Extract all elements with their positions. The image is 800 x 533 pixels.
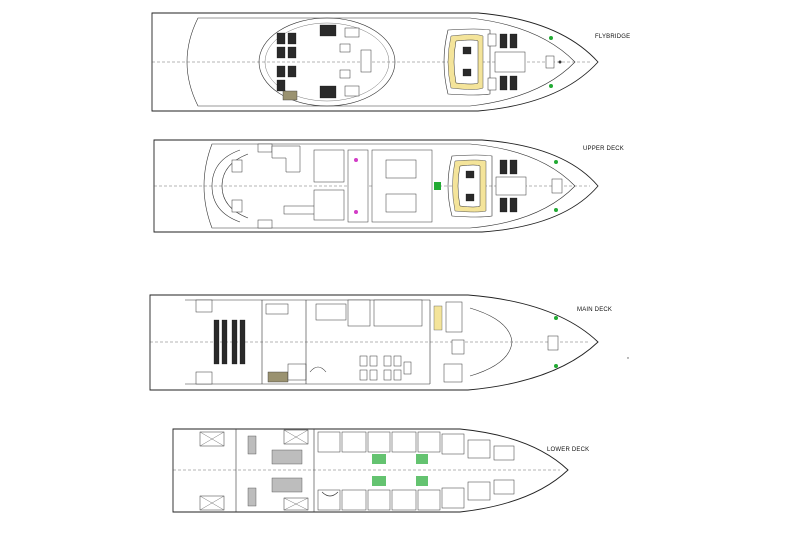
cabin-grid-icon xyxy=(317,431,515,511)
dining-chairs-icon xyxy=(359,355,412,381)
deck-label-flybridge: FLYBRIDGE xyxy=(595,34,631,40)
lower-deck-plan xyxy=(172,428,569,513)
deck-label-lower-deck: LOWER DECK xyxy=(547,447,590,453)
tank-icon xyxy=(199,429,309,511)
upper-deck-plan xyxy=(153,139,599,233)
sun-lounger-icon xyxy=(276,24,337,99)
engine-icon xyxy=(247,435,303,507)
main-deck-plan xyxy=(149,294,629,391)
seating-rows-icon xyxy=(213,319,246,365)
flybridge-plan xyxy=(151,12,599,112)
deck-label-upper-deck: UPPER DECK xyxy=(583,146,625,152)
deck-label-main-deck: MAIN DECK xyxy=(577,307,613,313)
